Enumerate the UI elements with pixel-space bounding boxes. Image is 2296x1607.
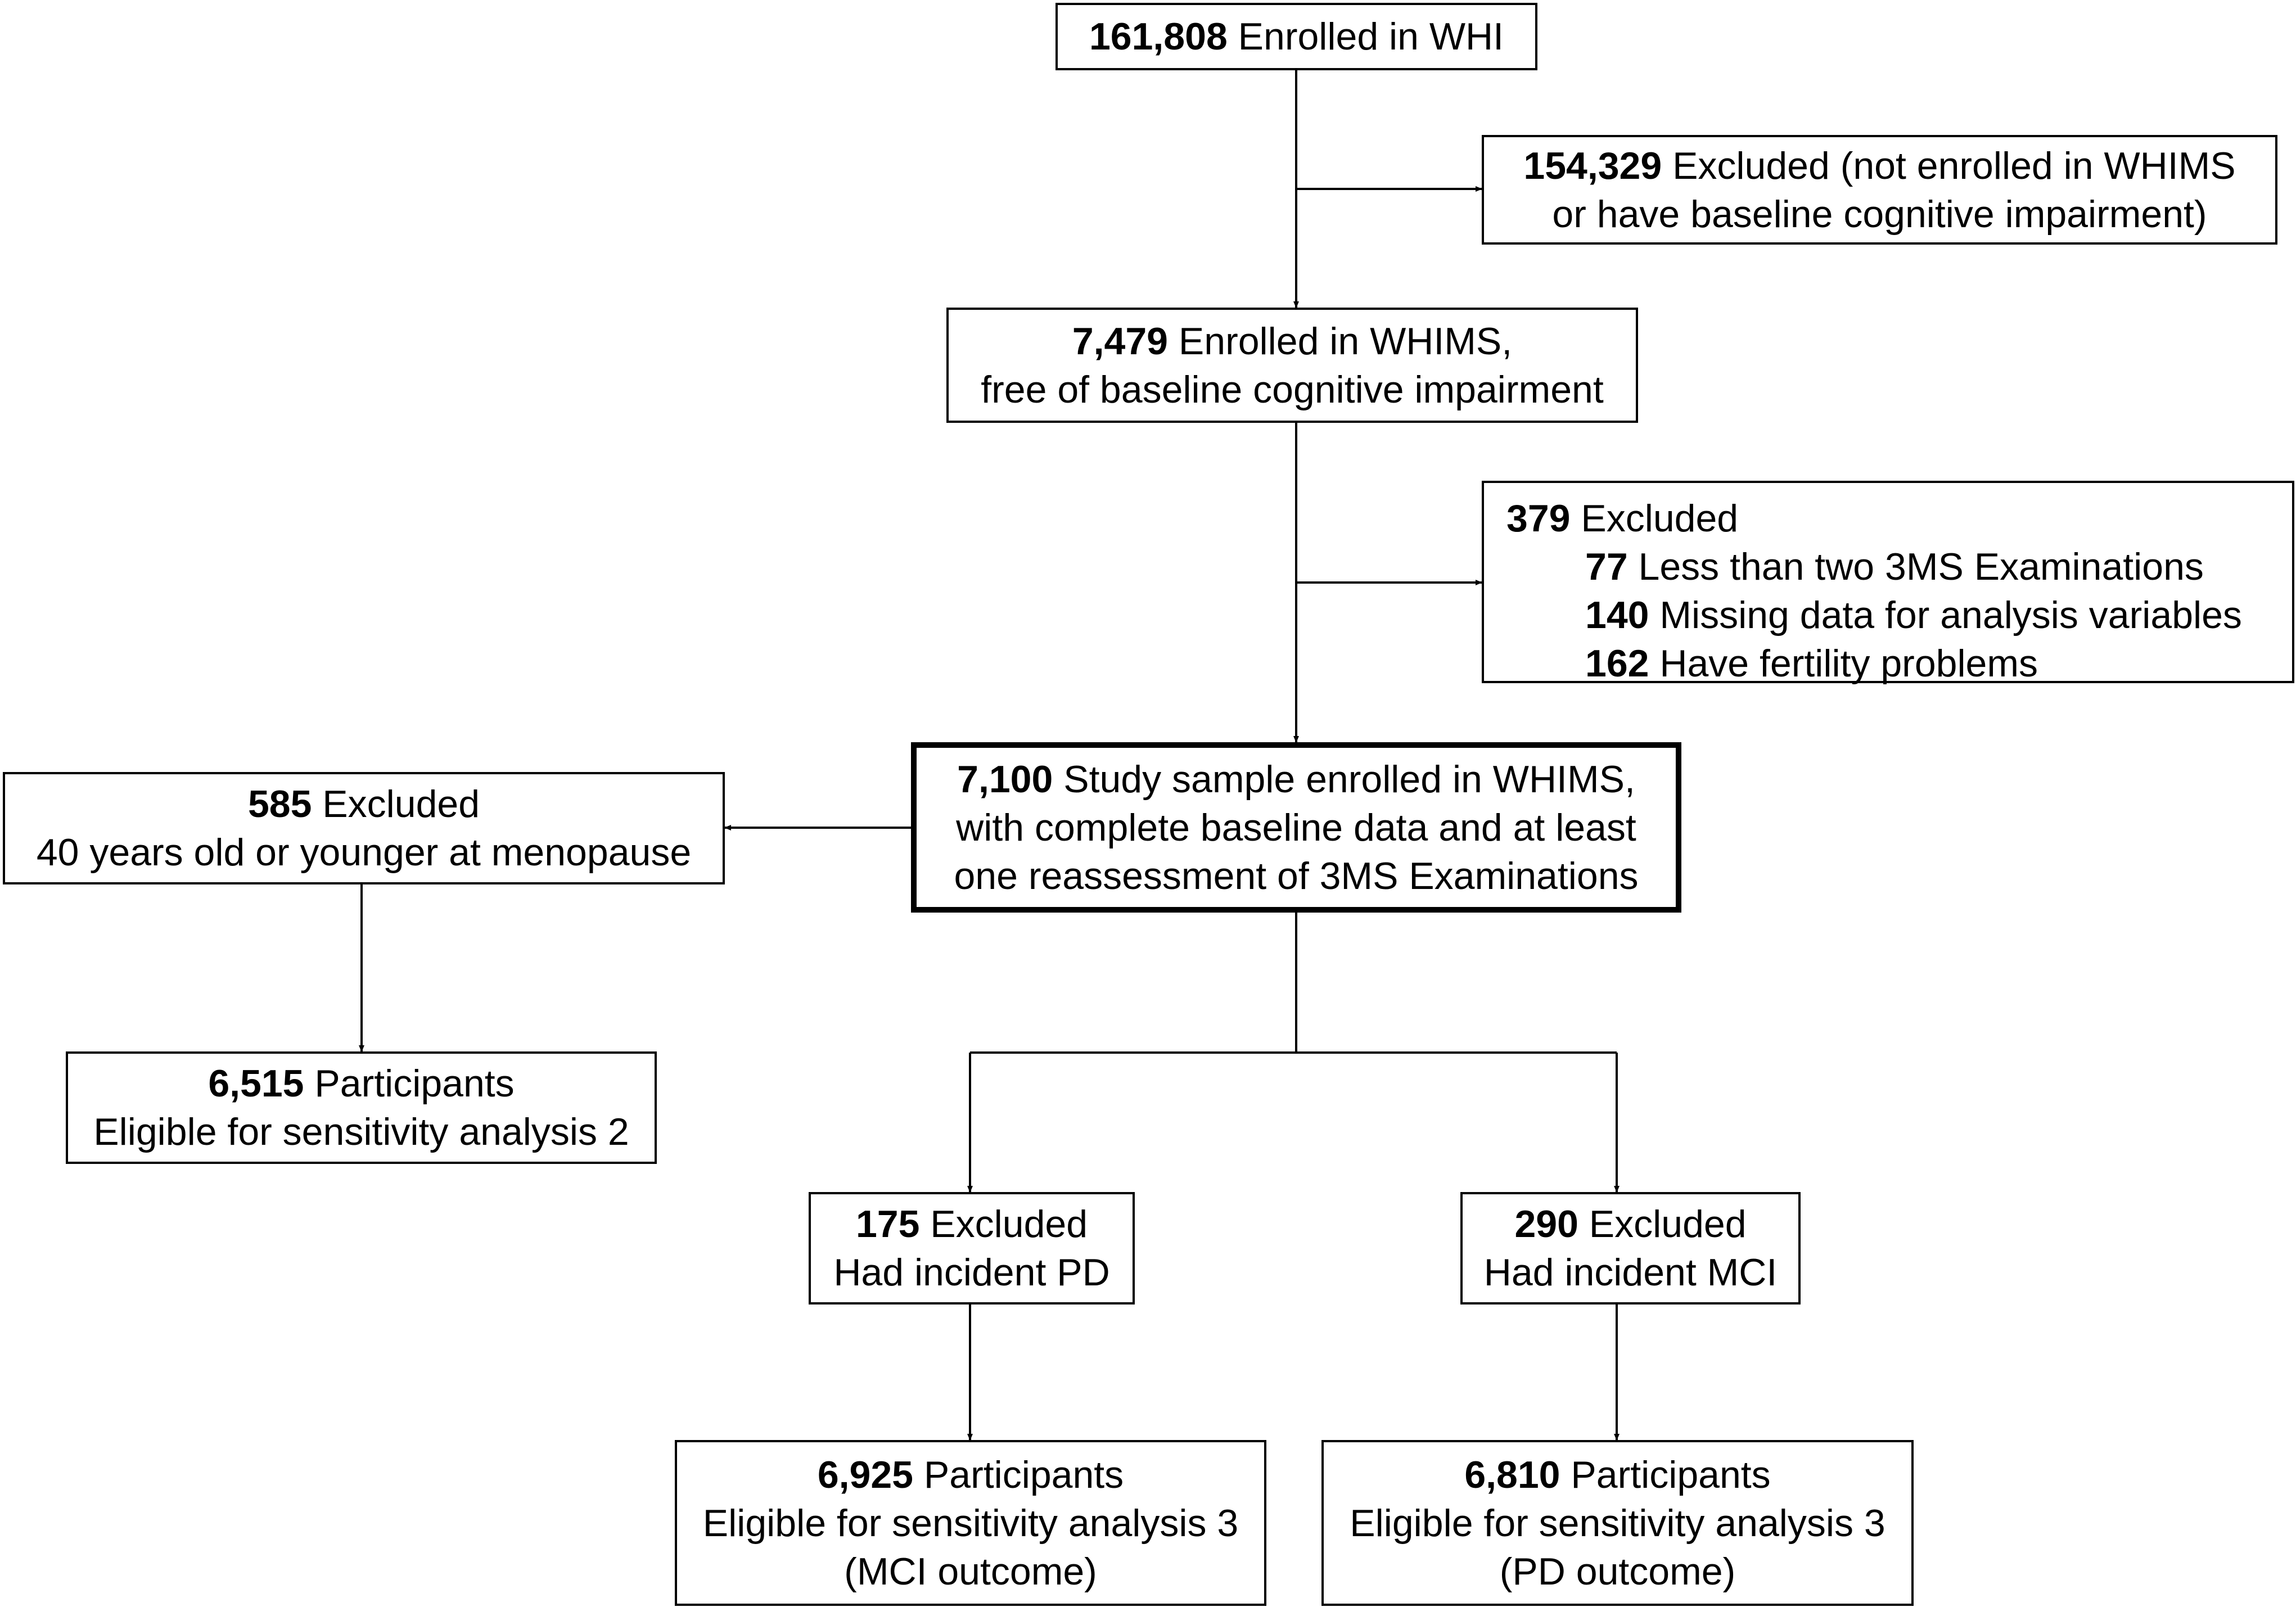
box-study-sample: 7,100 Study sample enrolled in WHIMS, wi… [911, 742, 1681, 913]
label: Excluded [312, 783, 480, 825]
label: Excluded [919, 1203, 1088, 1245]
count: 175 [855, 1203, 920, 1245]
label: Eligible for sensitivity analysis 3 [1350, 1501, 1885, 1545]
box-sensitivity-3-pd: 6,810 Participants Eligible for sensitiv… [1321, 1440, 1914, 1606]
box-line: 6,515 Participants [208, 1059, 514, 1108]
box-sensitivity-2: 6,515 Participants Eligible for sensitiv… [66, 1051, 657, 1164]
count: 77 [1585, 545, 1628, 588]
box-line: with complete baseline data and at least [956, 803, 1636, 852]
count: 585 [247, 783, 312, 825]
box-line: 7,100 Study sample enrolled in WHIMS, [957, 755, 1635, 803]
label: Participants [1560, 1453, 1771, 1496]
box-line: 7,479 Enrolled in WHIMS, [1072, 317, 1512, 365]
box-line: (PD outcome) [1500, 1547, 1735, 1596]
box-excluded-mci: 290 Excluded Had incident MCI [1460, 1192, 1801, 1304]
label: Had incident PD [833, 1251, 1110, 1294]
box-excluded-not-whims: 154,329 Excluded (not enrolled in WHIMS … [1482, 135, 2277, 245]
label: Eligible for sensitivity analysis 3 [702, 1501, 1239, 1545]
count: 161,808 [1089, 15, 1228, 58]
box-line: 290 Excluded [1514, 1200, 1746, 1248]
label: Enrolled in WHIMS, [1168, 319, 1513, 363]
count: 7,100 [957, 757, 1053, 801]
label: Eligible for sensitivity analysis 2 [93, 1111, 629, 1153]
box-line: 175 Excluded [856, 1200, 1088, 1248]
label: Had incident MCI [1483, 1251, 1778, 1294]
box-line: Had incident PD [833, 1248, 1109, 1297]
count: 379 [1506, 497, 1571, 540]
box-line: 40 years old or younger at menopause [37, 828, 691, 877]
count: 7,479 [1072, 319, 1168, 363]
label: Have fertility problems [1649, 642, 2038, 685]
exclusion-reason: 162 Have fertility problems [1506, 639, 2292, 688]
box-line: Eligible for sensitivity analysis 3 [1350, 1499, 1885, 1547]
box-line: or have baseline cognitive impairment) [1552, 190, 2207, 238]
box-excluded-pd: 175 Excluded Had incident PD [809, 1192, 1135, 1304]
box-excluded-379: 379 Excluded 77 Less than two 3MS Examin… [1482, 481, 2294, 685]
box-line: free of baseline cognitive impairment [981, 365, 1603, 414]
label: Participants [913, 1453, 1124, 1496]
label: Study sample enrolled in WHIMS, [1053, 757, 1635, 801]
label: Participants [304, 1062, 515, 1105]
box-line: Eligible for sensitivity analysis 3 [703, 1499, 1238, 1547]
box-line: Had incident MCI [1484, 1248, 1778, 1297]
label: (PD outcome) [1499, 1550, 1736, 1593]
box-line: one reassessment of 3MS Examinations [954, 852, 1638, 900]
count: 6,515 [208, 1062, 304, 1105]
box-enrolled-whi: 161,808 Enrolled in WHI [1055, 3, 1537, 70]
box-enrolled-whims: 7,479 Enrolled in WHIMS, free of baselin… [946, 308, 1638, 423]
label: Excluded [1578, 1203, 1747, 1245]
label: one reassessment of 3MS Examinations [954, 854, 1639, 897]
box-line: 161,808 Enrolled in WHI [1089, 12, 1504, 61]
box-excluded-585: 585 Excluded 40 years old or younger at … [3, 772, 725, 884]
box-line: 154,329 Excluded (not enrolled in WHIMS [1523, 142, 2235, 190]
box-sensitivity-3-mci: 6,925 Participants Eligible for sensitiv… [675, 1440, 1266, 1606]
exclusion-reason: 140 Missing data for analysis variables [1506, 591, 2292, 639]
count: 6,810 [1464, 1453, 1560, 1496]
label: Excluded [1570, 497, 1739, 540]
label: Enrolled in WHI [1227, 15, 1504, 58]
box-line: Eligible for sensitivity analysis 2 [93, 1108, 629, 1156]
label: Less than two 3MS Examinations [1627, 545, 2204, 588]
label: Excluded (not enrolled in WHIMS [1662, 144, 2236, 187]
label: Missing data for analysis variables [1649, 594, 2242, 637]
box-line: (MCI outcome) [844, 1547, 1097, 1596]
count: 162 [1585, 642, 1649, 685]
box-line: 6,810 Participants [1464, 1451, 1770, 1499]
count: 290 [1514, 1203, 1578, 1245]
exclusion-reason: 77 Less than two 3MS Examinations [1506, 543, 2292, 591]
box-line: 6,925 Participants [818, 1451, 1124, 1499]
count: 154,329 [1523, 144, 1662, 187]
label: free of baseline cognitive impairment [981, 368, 1604, 411]
box-line: 379 Excluded [1506, 494, 2292, 543]
count: 6,925 [817, 1453, 913, 1496]
label: 40 years old or younger at menopause [36, 831, 692, 874]
box-line: 585 Excluded [248, 780, 480, 828]
label: or have baseline cognitive impairment) [1552, 192, 2207, 236]
count: 140 [1585, 594, 1649, 637]
label: (MCI outcome) [844, 1550, 1097, 1593]
label: with complete baseline data and at least [956, 806, 1636, 849]
